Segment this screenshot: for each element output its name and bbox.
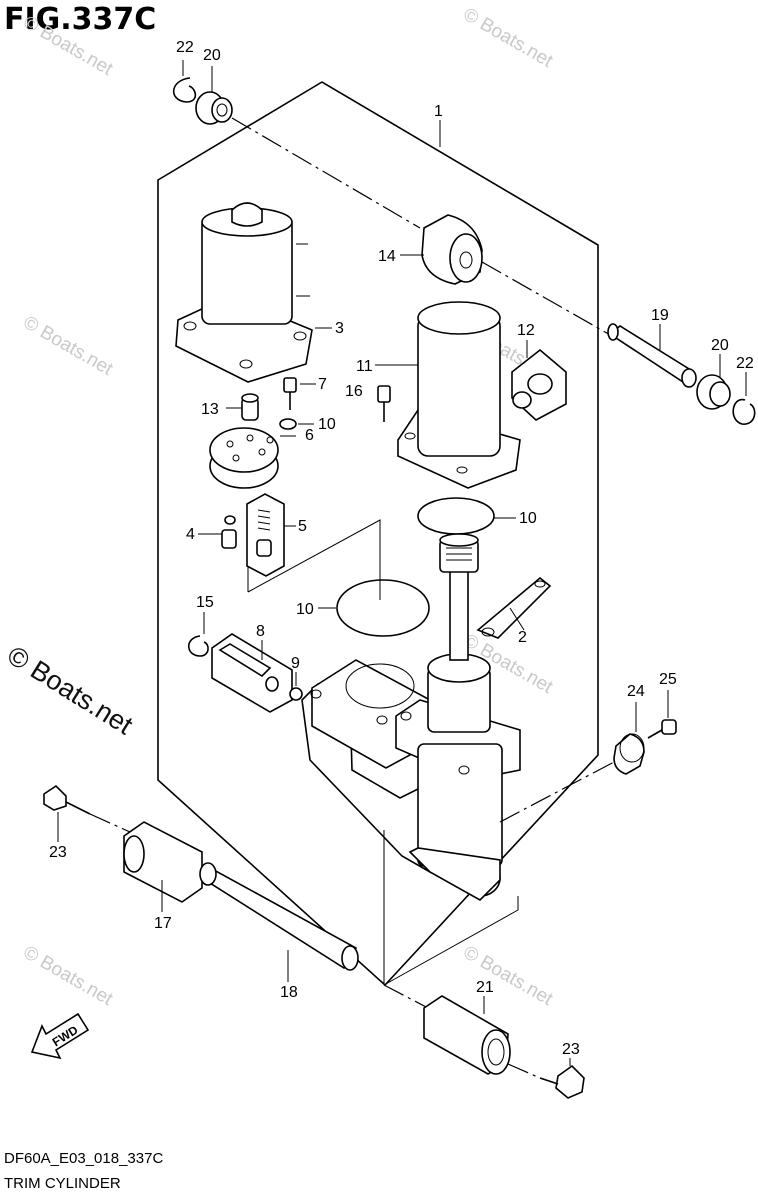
axis-line [383,984,429,1009]
bushing-part-20-right[interactable] [696,354,731,410]
callout: 1 [434,103,443,120]
bushing-part-14[interactable] [400,214,483,285]
callout: 9 [291,655,300,672]
bolt-part-16[interactable] [377,385,391,422]
callout: 21 [476,979,494,996]
frame-line [383,896,519,986]
bolt-part-7[interactable] [283,377,316,410]
callout: 22 [736,355,754,372]
bracket-part-2[interactable] [476,576,552,639]
callout: 10 [296,601,314,618]
callout: 10 [519,510,537,527]
oring-part-10-middle[interactable] [318,579,430,637]
axis-line [507,1063,541,1079]
callout: 6 [305,427,314,444]
callout: 4 [186,526,195,543]
valve-part-4[interactable] [198,515,237,549]
axis-line [499,761,615,823]
axis-line [481,261,613,337]
assembly-outline [157,81,599,987]
frame-line [247,519,381,600]
check-valve-part-5[interactable] [246,493,296,577]
circlip-part-22-right[interactable] [732,372,756,425]
callout: 20 [203,47,221,64]
callout: 16 [345,383,363,400]
reservoir-part-11[interactable] [375,301,521,489]
bushing-part-20[interactable] [195,66,233,125]
valve-part-12[interactable] [511,340,567,421]
callout: 20 [711,337,729,354]
figure-name: TRIM CYLINDER [4,1175,121,1192]
callout: 12 [517,322,535,339]
callout: 2 [518,629,527,646]
oring-part-10-small[interactable] [279,418,314,430]
callout: 5 [298,518,307,535]
spacer-part-24[interactable] [613,702,645,775]
pin-part-19[interactable] [607,323,697,388]
callout: 25 [659,671,677,688]
motor-part-3[interactable] [175,202,332,383]
manifold-part-6[interactable] [209,427,296,489]
bolt-part-23-right[interactable] [539,1058,585,1099]
shaft-part-18[interactable] [199,862,359,982]
callout: 13 [201,401,219,418]
seal-part-9[interactable] [289,672,303,701]
callout: 23 [49,844,67,861]
callout: 15 [196,594,214,611]
cylinder-body [301,533,521,901]
callout: 19 [651,307,669,324]
valve-part-13[interactable] [226,393,259,421]
figure-title: FIG.337C [4,2,157,37]
callout: 23 [562,1041,580,1058]
callout: 7 [318,376,327,393]
callout: 3 [335,320,344,337]
callout: 10 [318,416,336,433]
valve-part-8[interactable] [211,633,293,713]
figure-code: DF60A_E03_018_337C [4,1150,164,1167]
bolt-part-25[interactable] [647,690,677,739]
snapring-part-15[interactable] [187,612,209,657]
callout: 24 [627,683,645,700]
oring-part-10-right[interactable] [417,497,516,535]
callout: 14 [378,248,396,265]
axis-line [231,117,421,229]
fwd-arrow-icon: FWD [30,1012,90,1060]
callout: 18 [280,984,298,1001]
callout: 22 [176,39,194,56]
callout: 11 [356,358,373,375]
axis-line [89,813,131,833]
bushing-part-17[interactable] [123,821,203,912]
bolt-part-23-left[interactable] [43,784,91,842]
circlip-part-22[interactable] [172,60,197,103]
callout: 17 [154,915,172,932]
bushing-part-21[interactable] [423,995,511,1075]
callout: 8 [256,623,265,640]
